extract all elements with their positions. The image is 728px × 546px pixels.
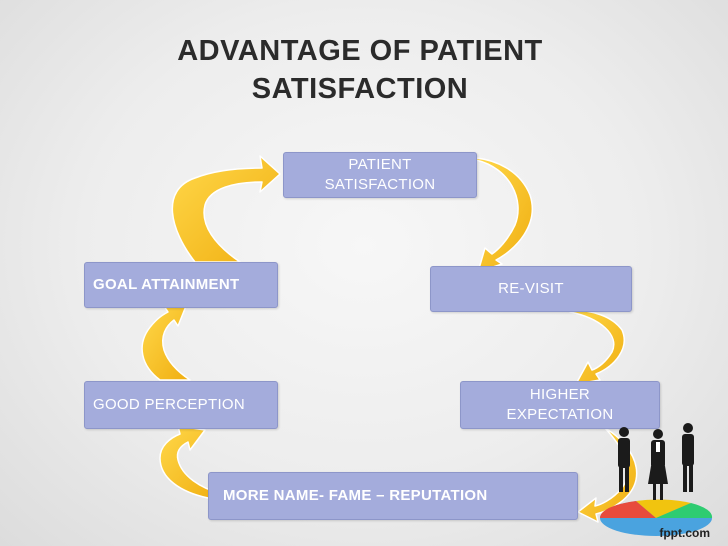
node-goal-attainment-label: GOAL ATTAINMENT [93, 276, 240, 293]
node-patient-satisfaction-line1: PATIENT [348, 156, 412, 173]
node-revisit-label: RE-VISIT [498, 280, 564, 297]
node-good-perception-label: GOOD PERCEPTION [93, 396, 246, 413]
slide-title-line1: ADVANTAGE OF PATIENT [177, 35, 543, 67]
node-higher-expectation: HIGHER EXPECTATION [460, 381, 660, 429]
arrow-reputation-to-perception [159, 425, 223, 499]
node-good-perception: GOOD PERCEPTION [84, 381, 278, 429]
node-reputation: MORE NAME- FAME – REPUTATION [208, 472, 578, 520]
business-people-illustration [599, 423, 713, 536]
slide-title: ADVANTAGE OF PATIENT SATISFACTION [90, 32, 630, 108]
node-revisit: RE-VISIT [430, 266, 632, 312]
node-goal-attainment: GOAL ATTAINMENT [84, 262, 278, 308]
arrow-revisit-to-expectation [569, 309, 625, 385]
slide-title-line2: SATISFACTION [251, 73, 469, 105]
arrow-goal-to-satisfaction [171, 155, 281, 263]
node-higher-expectation-line1: HIGHER [529, 386, 591, 403]
arrow-satisfaction-to-revisit [475, 157, 533, 273]
fppt-brand: fppt.com [659, 526, 710, 540]
node-patient-satisfaction: PATIENT SATISFACTION [283, 152, 477, 198]
node-higher-expectation-line2: EXPECTATION [506, 406, 614, 423]
arrow-perception-to-goal [141, 305, 191, 381]
node-patient-satisfaction-line2: SATISFACTION [324, 176, 436, 193]
node-reputation-label: MORE NAME- FAME – REPUTATION [223, 487, 488, 504]
